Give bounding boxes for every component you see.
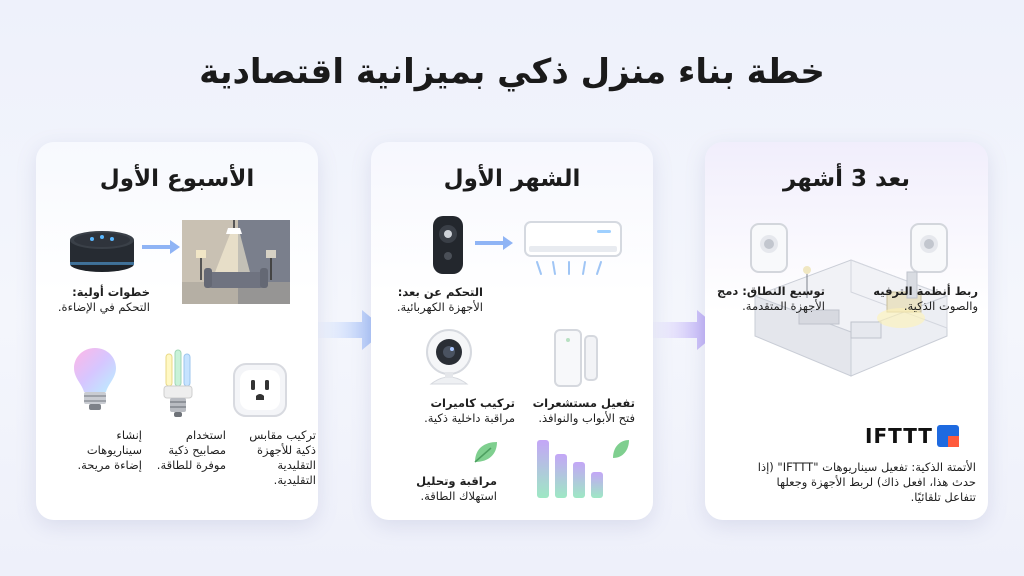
- line: إضاءة مريحة.: [77, 458, 142, 472]
- line: ربط أنظمة الترفيه: [873, 284, 978, 298]
- smart-speaker-icon: [70, 231, 134, 272]
- hub-device-icon: [910, 223, 948, 273]
- line: تركيب كاميرات: [430, 396, 515, 410]
- line: الأجهزة المتقدمة.: [742, 299, 825, 313]
- line: التقليدية: [277, 458, 316, 472]
- stage-card-week-1: الأسبوع الأول خطوات أولية: التحكم في الإ…: [36, 142, 318, 520]
- smart-plug-icon: [233, 363, 287, 417]
- step-lighting-scenes: إنشاء سيناريوهات إضاءة مريحة.: [62, 428, 142, 473]
- step-desc: الأجهزة الكهربائية.: [396, 300, 483, 314]
- stage-heading: الأسبوع الأول: [99, 166, 255, 192]
- stage-heading: الشهر الأول: [443, 166, 581, 192]
- line: الأتمتة الذكية: تفعيل سيناريوهات "IFTTT"…: [757, 460, 976, 474]
- line: مراقبة داخلية ذكية.: [424, 411, 515, 425]
- lit-room-icon: [182, 220, 290, 304]
- page-title: خطة بناء منزل ذكي بميزانية اقتصادية: [199, 52, 825, 92]
- line: تفعيل مستشعرات: [532, 396, 635, 410]
- step-door-sensors: تفعيل مستشعرات فتح الأبواب والنوافذ.: [519, 396, 635, 426]
- door-sensor-icon: [554, 329, 598, 387]
- line: مراقبة وتحليل: [416, 474, 497, 488]
- rgb-bulb-icon: [74, 348, 116, 410]
- line: والصوت الذكية.: [903, 299, 978, 313]
- line: تركيب مقابس: [249, 428, 316, 442]
- ifttt-logo-text: IFTTT: [865, 424, 933, 448]
- step-cameras: تركيب كاميرات مراقبة داخلية ذكية.: [403, 396, 515, 426]
- step-energy-bulbs: استخدام مصابيح ذكية موفرة للطاقة.: [150, 428, 226, 473]
- stage-heading: بعد 3 أشهر: [783, 166, 910, 192]
- step-expand-scope: توسيع النطاق: دمج الأجهزة المتقدمة.: [713, 284, 825, 314]
- step-smart-automation: الأتمتة الذكية: تفعيل سيناريوهات "IFTTT"…: [714, 460, 976, 505]
- air-conditioner-icon: [524, 221, 622, 275]
- line: تتفاعل تلقائيًا.: [910, 490, 976, 504]
- line: حدث هذا، افعل ذاك) لربط الأجهزة وجعلها: [776, 475, 976, 489]
- line: ذكية للأجهزة: [256, 443, 316, 457]
- flow-arrow-2: [653, 310, 721, 350]
- stage-card-3-months: بعد 3 أشهر ربط أنظمة الترفيه والصوت الذك…: [705, 142, 988, 520]
- line: توسيع النطاق: دمج: [716, 284, 825, 298]
- step-title: التحكم عن بعد:: [397, 285, 483, 299]
- ifttt-logo: IFTTT: [865, 424, 959, 448]
- step-title: خطوات أولية:: [72, 285, 150, 299]
- line: التقليدية.: [273, 473, 316, 487]
- remote-control-icon: [433, 216, 463, 274]
- hub-device-icon: [750, 223, 788, 273]
- cfl-bulb-icon: [163, 349, 193, 417]
- step-remote-control: التحكم عن بعد: الأجهزة الكهربائية.: [373, 285, 483, 315]
- step-energy-monitoring: مراقبة وتحليل استهلاك الطاقة.: [401, 474, 497, 504]
- line: موفرة للطاقة.: [156, 458, 226, 472]
- line: استهلاك الطاقة.: [420, 489, 497, 503]
- step-desc: التحكم في الإضاءة.: [57, 300, 150, 314]
- arrow-right-icon: [142, 240, 180, 254]
- energy-chart-icon: [537, 440, 629, 498]
- leaf-icon: [474, 442, 497, 463]
- line: فتح الأبواب والنوافذ.: [538, 411, 635, 425]
- indoor-camera-icon: [426, 329, 472, 385]
- line: إنشاء: [116, 428, 142, 442]
- line: مصابيح ذكية: [168, 443, 226, 457]
- flow-arrow-1: [318, 310, 386, 350]
- line: استخدام: [185, 428, 226, 442]
- isometric-room-icon: [753, 259, 949, 377]
- step-smart-plugs: تركيب مقابس ذكية للأجهزة التقليدية التقل…: [246, 428, 316, 488]
- ifttt-logo-mark: [936, 425, 959, 447]
- stage-card-month-1: الشهر الأول التحكم عن بعد: الأجهزة الكهر…: [371, 142, 653, 520]
- line: سيناريوهات: [86, 443, 142, 457]
- step-entertainment: ربط أنظمة الترفيه والصوت الذكية.: [868, 284, 978, 314]
- step-initial-lighting: خطوات أولية: التحكم في الإضاءة.: [40, 285, 150, 315]
- arrow-right-icon: [475, 236, 513, 250]
